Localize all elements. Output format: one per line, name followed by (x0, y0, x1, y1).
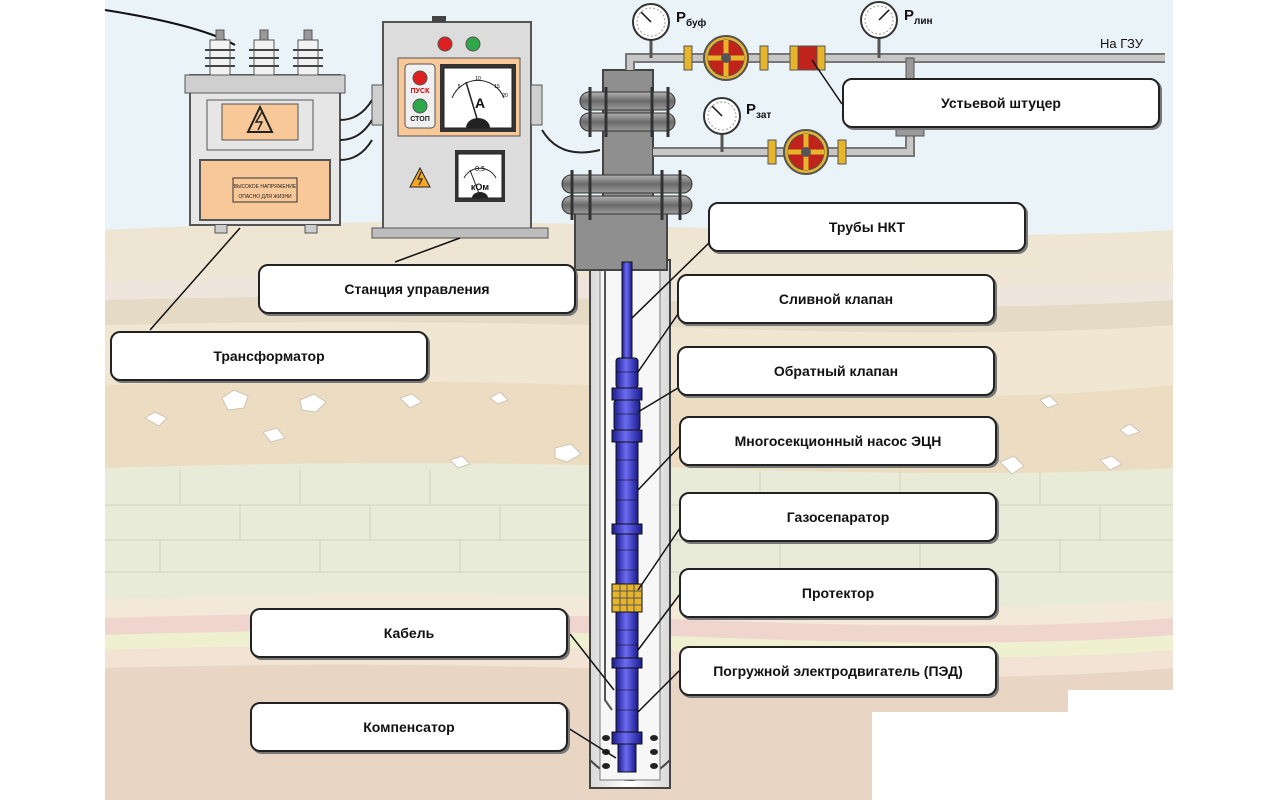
wellhead-choke-icon (797, 45, 818, 71)
callout-protector: Протектор (679, 568, 997, 618)
motor-section (615, 667, 639, 733)
surface-piping (625, 45, 1165, 165)
callout-check-valve: Обратный клапан (677, 346, 995, 396)
ammeter-unit: А (475, 95, 485, 111)
pipeline-destination: На ГЗУ (1100, 36, 1144, 51)
top-green-lamp (465, 36, 481, 52)
start-button[interactable] (412, 70, 428, 86)
connector-lines (149, 59, 843, 759)
blank-area-2 (1068, 690, 1173, 800)
gauge-buffer-label: Рбуф (676, 9, 706, 29)
valve-annulus (783, 129, 829, 175)
callout-drain-valve: Сливной клапан (677, 274, 995, 324)
ammeter-scale-10: 10 (475, 76, 481, 82)
callout-gas-separator: Газосепаратор (679, 492, 997, 542)
gauge-buffer-icon (632, 3, 670, 58)
callout-wellhead-choke: Устьевой штуцер (842, 78, 1160, 128)
transformer-plate-line1: ВЫСОКОЕ НАПРЯЖЕНИЕ (234, 184, 297, 190)
pump-section (615, 441, 639, 525)
gauge-line-label: Рлин (904, 7, 933, 27)
valve-buffer (703, 35, 749, 81)
callout-compensator: Компенсатор (250, 702, 568, 752)
ammeter-scale-15: 15 (494, 84, 500, 90)
power-cable (604, 270, 613, 711)
stop-button[interactable] (412, 98, 428, 114)
callout-pump: Многосекционный насос ЭЦН (679, 416, 997, 466)
warning-triangle-icon (409, 166, 431, 188)
callout-transformer: Трансформатор (110, 331, 428, 381)
ammeter-scale-20: 20 (502, 93, 508, 99)
transformer-plate-line2: ОПАСНО ДЛЯ ЖИЗНИ (238, 194, 292, 200)
top-red-lamp (437, 36, 453, 52)
gauge-annulus-label: Рзат (746, 101, 771, 121)
start-button-label: ПУСК (411, 88, 430, 95)
callout-control-station: Станция управления (258, 264, 576, 314)
blank-area (872, 712, 1072, 800)
transformer: ВЫСОКОЕ НАПРЯЖЕНИЕ ОПАСНО ДЛЯ ЖИЗНИ (184, 29, 373, 234)
compensator-section (617, 743, 637, 773)
ohmmeter-scale: 0,5 (475, 166, 485, 173)
esp-string (604, 261, 643, 773)
tubing-string (621, 261, 633, 363)
stop-button-label: СТОП (410, 116, 429, 123)
ammeter-scale-5: 5 (458, 84, 461, 90)
wellhead (561, 69, 693, 271)
gauge-annulus-icon (703, 97, 741, 152)
ohmmeter-unit: кОм (471, 182, 490, 192)
callout-tubing: Трубы НКТ (708, 202, 1026, 252)
callout-cable: Кабель (250, 608, 568, 658)
gauge-line-icon (860, 1, 898, 58)
control-station: ПУСК СТОП 5 10 15 20 А 0,5 кОм (371, 16, 601, 239)
callout-motor: Погружной электродвигатель (ПЭД) (679, 646, 997, 696)
